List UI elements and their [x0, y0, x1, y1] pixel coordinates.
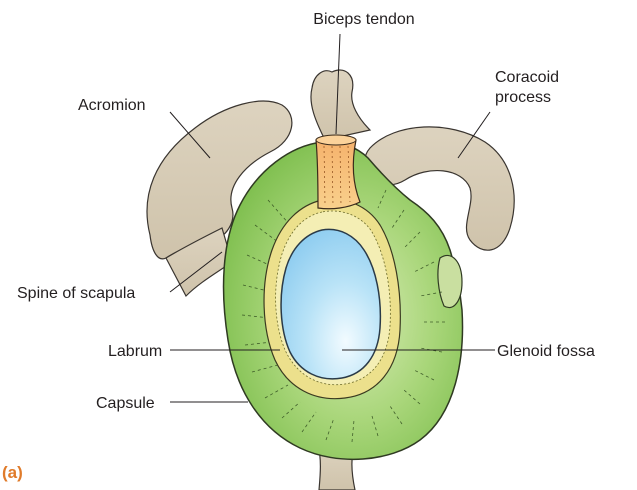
label-coracoid-line2: process — [495, 89, 551, 106]
biceps-tendon-structure — [316, 136, 360, 209]
glenoid-fossa — [281, 229, 380, 378]
label-labrum: Labrum — [108, 343, 162, 360]
label-spine-of-scapula: Spine of scapula — [17, 285, 135, 302]
biceps-tendon-top — [316, 135, 356, 145]
label-biceps-tendon: Biceps tendon — [313, 11, 414, 28]
label-capsule: Capsule — [96, 395, 155, 412]
label-coracoid-line1: Coracoid — [495, 69, 559, 86]
capsule-side-bulge — [438, 255, 462, 307]
label-acromion: Acromion — [78, 97, 146, 114]
supraglenoid-bone — [311, 70, 370, 140]
label-glenoid-fossa: Glenoid fossa — [497, 343, 595, 360]
panel-label: (a) — [2, 463, 23, 482]
